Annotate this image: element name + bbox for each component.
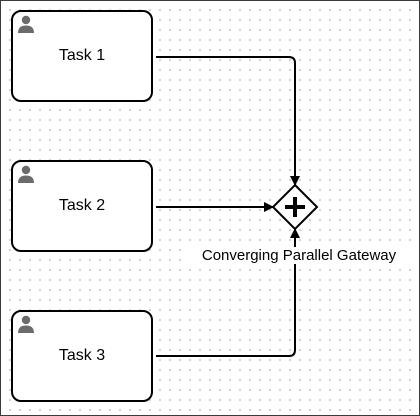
sequence-flow-task-1[interactable] [156,56,300,186]
user-icon [18,165,34,183]
user-icon [18,315,34,333]
user-icon [18,15,34,33]
sequence-flow-task-3[interactable] [156,228,300,357]
task-2[interactable]: Task 2 [11,160,153,252]
task-3[interactable]: Task 3 [11,310,153,402]
parallel-gateway[interactable] [271,183,319,231]
gateway-label[interactable]: Converging Parallel Gateway [181,247,417,264]
task-1[interactable]: Task 1 [11,10,153,102]
task-label: Task 1 [58,47,106,64]
task-label: Task 3 [58,347,106,364]
task-label: Task 2 [58,197,106,214]
plus-icon [285,197,305,217]
